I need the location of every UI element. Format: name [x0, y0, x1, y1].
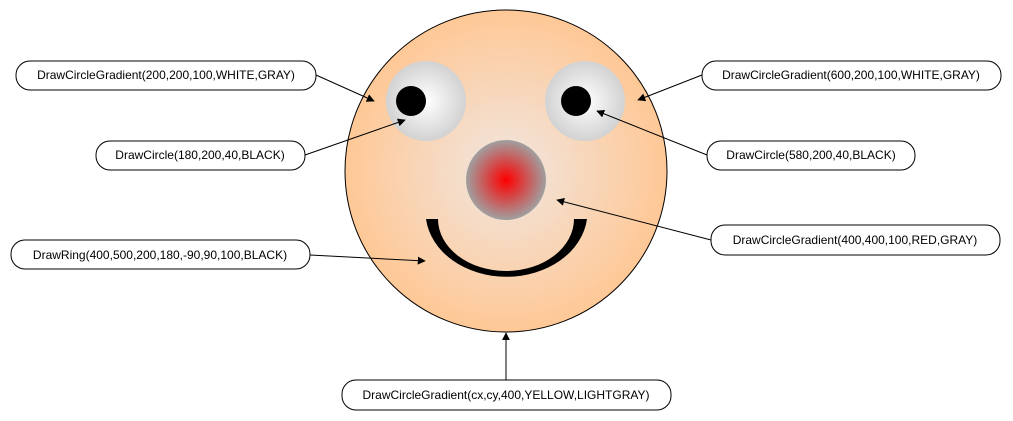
arrow-right-pupil	[596, 109, 708, 156]
right-pupil-circle	[561, 86, 591, 116]
arrow-left-eye	[315, 74, 375, 102]
label-box-right-pupil	[706, 140, 916, 171]
label-right-eye-gradient: DrawCircleGradient(600,200,100,WHITE,GRA…	[722, 68, 980, 82]
label-mouth-ring: DrawRing(400,500,200,180,-90,90,100,BLAC…	[33, 248, 287, 262]
arrow-left-pupil	[304, 118, 406, 156]
label-face-gradient: DrawCircleGradient(cx,cy,400,YELLOW,LIGH…	[363, 388, 650, 402]
nose-circle	[466, 140, 546, 220]
label-nose-gradient: DrawCircleGradient(400,400,100,RED,GRAY)	[733, 233, 978, 247]
label-left-pupil: DrawCircle(180,200,40,BLACK)	[115, 148, 284, 162]
arrow-mouth	[309, 254, 426, 265]
label-right-pupil: DrawCircle(580,200,40,BLACK)	[726, 148, 895, 162]
arrow-right-eye	[637, 74, 703, 102]
mouth-ring	[426, 219, 587, 277]
label-box-left-pupil	[95, 140, 306, 171]
arrow-nose	[556, 197, 712, 241]
label-left-eye-gradient: DrawCircleGradient(200,200,100,WHITE,GRA…	[37, 68, 295, 82]
left-pupil-circle	[396, 86, 426, 116]
label-box-mouth-ring	[10, 239, 311, 270]
